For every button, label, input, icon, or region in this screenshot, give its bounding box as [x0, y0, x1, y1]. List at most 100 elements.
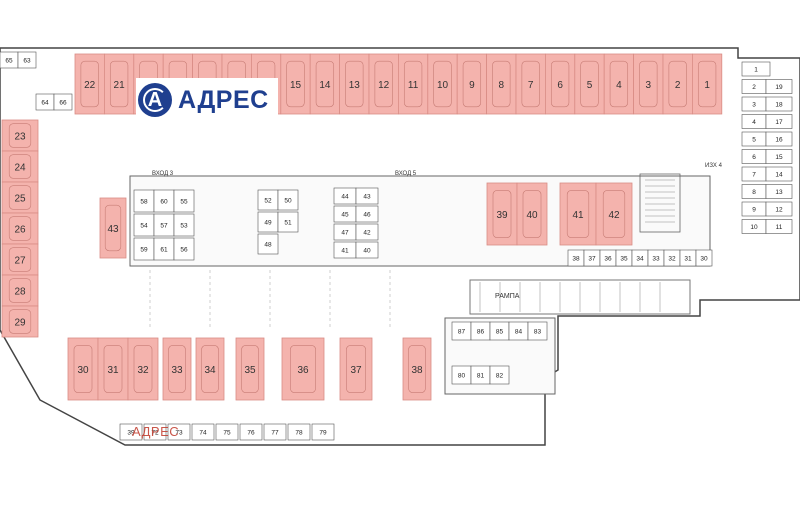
- storage-number: 87: [458, 329, 466, 336]
- storage-63: 63: [17, 51, 37, 69]
- parking-spot-32: 32: [127, 337, 159, 401]
- storage-number: 7: [752, 172, 756, 179]
- storage-38: 38: [567, 249, 585, 267]
- storage-74: 74: [191, 423, 215, 441]
- ramp: [469, 279, 691, 315]
- storage-11: 11: [765, 219, 793, 234]
- storage-number: 59: [140, 247, 148, 254]
- parking-spot-4: 4: [603, 53, 635, 115]
- storage-84: 84: [508, 321, 529, 341]
- storage-number: 60: [160, 199, 168, 206]
- entrance-b-label: ВХОД 5: [395, 171, 417, 177]
- storage-number: 33: [652, 256, 660, 263]
- storage-57: 57: [153, 213, 175, 237]
- parking-spot-35: 35: [235, 337, 265, 401]
- storage-87: 87: [451, 321, 472, 341]
- storage-number: 30: [700, 256, 708, 263]
- storage-number: 63: [23, 58, 31, 65]
- storage-number: 80: [458, 373, 466, 380]
- spot-number: 8: [499, 80, 505, 91]
- parking-spot-37: 37: [339, 337, 373, 401]
- storage-30: 30: [695, 249, 713, 267]
- storage-77: 77: [263, 423, 287, 441]
- storage-48: 48: [257, 233, 279, 255]
- storage-8: 8: [741, 184, 767, 199]
- storage-number: 51: [284, 220, 292, 227]
- parking-spot-41: 41: [559, 182, 597, 246]
- spot-number: 10: [437, 80, 449, 91]
- storage-13: 13: [765, 184, 793, 199]
- storage-number: 16: [775, 137, 783, 144]
- storage-number: 1: [754, 67, 758, 74]
- storage-number: 49: [264, 220, 272, 227]
- parking-spot-34: 34: [195, 337, 225, 401]
- storage-76: 76: [239, 423, 263, 441]
- storage-43: 43: [355, 187, 379, 205]
- storage-78: 78: [287, 423, 311, 441]
- storage-number: 41: [341, 248, 349, 255]
- parking-spot-29: 29: [1, 305, 39, 338]
- spot-number: 40: [526, 210, 538, 221]
- storage-number: 40: [363, 248, 371, 255]
- storage-80: 80: [451, 365, 472, 385]
- storage-51: 51: [277, 211, 299, 233]
- spot-number: 24: [14, 163, 26, 174]
- brand-logo: A АДРЕС: [136, 78, 278, 122]
- spot-number: 39: [496, 210, 508, 221]
- storage-85: 85: [489, 321, 510, 341]
- parking-spot-25: 25: [1, 181, 39, 214]
- spot-number: 22: [84, 80, 96, 91]
- storage-47: 47: [333, 223, 357, 241]
- spot-number: 9: [469, 80, 475, 91]
- spot-number: 35: [244, 365, 256, 376]
- storage-number: 8: [752, 189, 756, 196]
- storage-65: 65: [0, 51, 19, 69]
- storage-number: 65: [5, 58, 13, 65]
- entrance-a-label: ВХОД 3: [152, 171, 174, 177]
- storage-number: 56: [180, 247, 188, 254]
- storage-number: 43: [363, 194, 371, 201]
- storage-83: 83: [527, 321, 548, 341]
- storage-number: 46: [363, 212, 371, 219]
- storage-64: 64: [35, 93, 55, 111]
- storage-53: 53: [173, 213, 195, 237]
- storage-45: 45: [333, 205, 357, 223]
- storage-14: 14: [765, 166, 793, 182]
- parking-spot-14: 14: [309, 53, 341, 115]
- parking-spot-11: 11: [397, 53, 429, 115]
- spot-number: 1: [704, 80, 710, 91]
- storage-number: 17: [775, 119, 783, 126]
- storage-number: 76: [247, 430, 255, 437]
- storage-37: 37: [583, 249, 601, 267]
- spot-number: 4: [616, 80, 622, 91]
- storage-86: 86: [470, 321, 491, 341]
- storage-number: 48: [264, 242, 272, 249]
- spot-number: 29: [14, 318, 26, 329]
- spot-number: 41: [572, 210, 584, 221]
- spot-number: 7: [528, 80, 534, 91]
- storage-number: 34: [636, 256, 644, 263]
- storage-number: 37: [588, 256, 596, 263]
- parking-spot-26: 26: [1, 212, 39, 245]
- storage-number: 2: [752, 84, 756, 91]
- storage-5: 5: [741, 131, 767, 147]
- spot-number: 11: [408, 80, 419, 91]
- parking-spot-13: 13: [339, 53, 370, 115]
- storage-49: 49: [257, 211, 279, 233]
- spot-number: 26: [14, 225, 26, 236]
- storage-number: 83: [534, 329, 542, 336]
- storage-number: 14: [775, 172, 783, 179]
- storage-60: 60: [153, 189, 175, 213]
- driving-lanes: [149, 270, 391, 330]
- parking-spot-22: 22: [74, 53, 105, 115]
- storage-number: 12: [775, 207, 783, 214]
- storage-number: 77: [271, 430, 279, 437]
- storage-number: 81: [477, 373, 485, 380]
- parking-spot-10: 10: [427, 53, 458, 115]
- storage-41: 41: [333, 241, 357, 259]
- storage-46: 46: [355, 205, 379, 223]
- storage-number: 53: [180, 223, 188, 230]
- stairwell: [639, 173, 681, 233]
- storage-number: 50: [284, 198, 292, 205]
- storage-number: 3: [752, 102, 756, 109]
